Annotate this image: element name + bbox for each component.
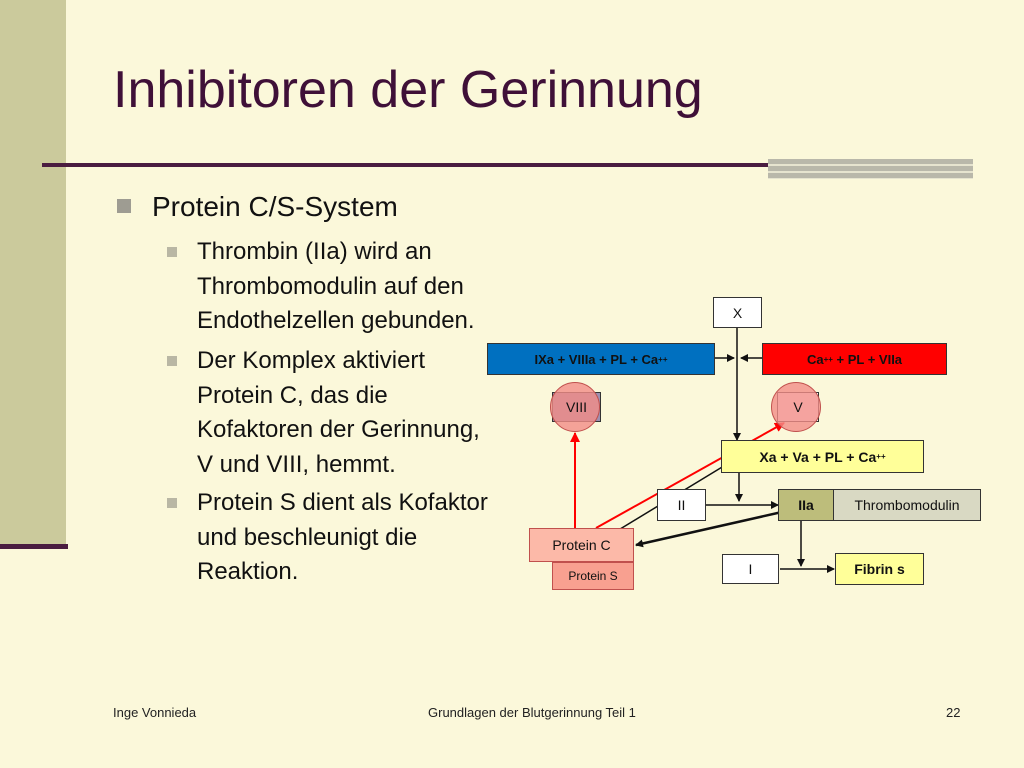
factor-i-box: I — [722, 554, 779, 584]
thrombomodulin-box: Thrombomodulin — [833, 489, 981, 521]
footer-author: Inge Vonnieda — [113, 705, 197, 720]
ca-pl-viia-box: Ca++ + PL + VIIa — [762, 343, 947, 375]
xa-complex-label: Xa + Va + PL + Ca — [759, 448, 877, 465]
bullet-square-icon — [167, 247, 177, 257]
sub-bullet-line: Thrombomodulin auf den — [197, 272, 464, 300]
sub-bullet-line: Thrombin (IIa) wird an — [197, 238, 432, 265]
factor-x-label: X — [732, 304, 743, 321]
factor-viii-label: VIII — [565, 399, 587, 415]
title-accent-bar — [768, 159, 973, 179]
protein-c-label: Protein C — [552, 537, 611, 553]
factor-ii-box: II — [657, 489, 706, 521]
thrombin-iia-box: IIa — [778, 489, 834, 521]
sub-bullet-line: und beschleunigt die — [197, 523, 418, 551]
ca-pl-rest-label: + PL + VIIa — [832, 351, 903, 367]
factor-ii-label: II — [677, 497, 686, 513]
factor-viii-text-holder: VIII — [552, 392, 601, 422]
ixa-complex-label: IXa + VIIIa + PL + Ca — [534, 351, 659, 367]
thrombomodulin-label: Thrombomodulin — [854, 497, 960, 513]
sub-bullet-line: Reaktion. — [197, 558, 299, 585]
sub-bullet-line: Kofaktoren der Gerinnung, — [197, 416, 480, 443]
ixa-complex-sup: ++ — [658, 354, 668, 364]
factor-v-circle — [771, 382, 821, 432]
bullet-square-icon — [167, 356, 177, 366]
ca-pl-sup: ++ — [823, 354, 833, 364]
protein-s-label: Protein S — [568, 569, 618, 583]
factor-v-label: V — [793, 399, 803, 415]
slide-title: Inhibitoren der Gerinnung — [113, 61, 703, 119]
sub-bullet-line: Der Komplex aktiviert — [197, 347, 426, 374]
bullet-square-icon — [117, 199, 131, 213]
factor-i-label: I — [748, 561, 753, 577]
protein-c-box: Protein C — [529, 528, 634, 562]
thrombin-iia-label: IIa — [798, 497, 814, 513]
xa-complex-box: Xa + Va + PL + Ca++ — [721, 440, 924, 473]
sub-bullet-line: V und VIII, hemmt. — [197, 450, 396, 478]
left-decor-line — [0, 544, 68, 549]
factor-v-text-holder: V — [777, 392, 819, 422]
fibrin-label: Fibrin s — [854, 561, 905, 577]
factor-x-box: X — [713, 297, 762, 328]
protein-s-box: Protein S — [552, 562, 634, 590]
main-bullet-text: Protein C/S-System — [152, 191, 398, 222]
ixa-complex-box: IXa + VIIIa + PL + Ca++ — [487, 343, 715, 375]
sub-bullet-line: Protein C, das die — [197, 381, 388, 409]
left-decor-stripe — [0, 0, 66, 546]
sub-bullet-line: Endothelzellen gebunden. — [197, 307, 475, 334]
footer-page-number: 22 — [946, 705, 961, 720]
fibrin-box: Fibrin s — [835, 553, 924, 585]
footer-course: Grundlagen der Blutgerinnung Teil 1 — [428, 705, 636, 720]
title-rule — [42, 163, 768, 167]
factor-viii-circle — [550, 382, 600, 432]
sub-bullet-line: Protein S dient als Kofaktor — [197, 489, 488, 516]
iia-to-protein-c-arrow — [635, 510, 783, 548]
ca-pl-label: Ca — [806, 351, 824, 367]
bullet-square-icon — [167, 498, 177, 508]
xa-complex-sup: ++ — [876, 452, 886, 461]
